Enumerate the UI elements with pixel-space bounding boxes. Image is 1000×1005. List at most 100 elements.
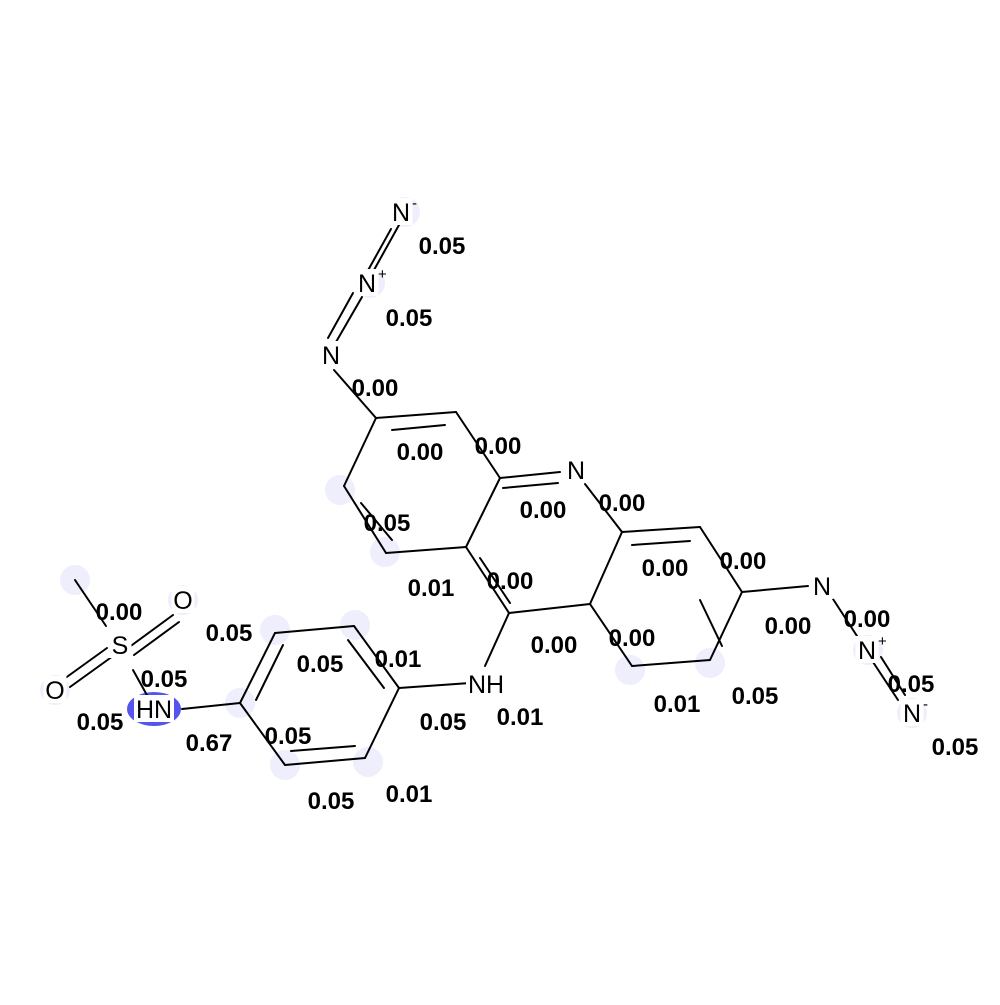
- atom-label-azide2-n-attached: N: [813, 573, 831, 601]
- atom-score-label: 0.05: [265, 723, 312, 750]
- bond-line: [502, 482, 559, 489]
- bond-line: [255, 644, 284, 701]
- bond-line: [327, 292, 354, 339]
- atom-score-label: 0.00: [487, 568, 534, 595]
- bond-line: [589, 531, 623, 605]
- bond-line: [239, 702, 286, 766]
- bond-line: [290, 745, 356, 752]
- atom-score-label: 0.00: [765, 613, 812, 640]
- bond-line: [69, 655, 114, 688]
- bond-line: [391, 424, 446, 431]
- atom-label-azide2-n-central: N: [858, 637, 876, 665]
- atom-label-sulfonyl-oxygen-left: O: [45, 677, 64, 705]
- bond-line: [584, 483, 623, 533]
- bond-line: [74, 579, 107, 627]
- atom-score-label: 0.00: [520, 497, 567, 524]
- bond-layer: [63, 224, 906, 766]
- bond-line: [699, 526, 743, 593]
- atom-score-label: 0.05: [386, 305, 433, 332]
- atom-score-label: 0.01: [386, 781, 433, 808]
- bond-line: [239, 632, 276, 704]
- atom-label-sulfur: S: [112, 632, 129, 660]
- bond-line: [127, 614, 174, 649]
- atom-score-label: 0.01: [497, 704, 544, 731]
- bond-line: [589, 603, 633, 667]
- bond-line: [343, 417, 377, 487]
- bond-line: [880, 656, 906, 696]
- score-label-layer: 0.05 0.05 0.00 0.00 0.00 0.00 0.00 0.05 0.01 0.00…: [77, 233, 979, 815]
- bond-line: [333, 369, 377, 419]
- atom-charge-azide-n-central: +: [378, 266, 387, 283]
- bond-line: [499, 471, 561, 479]
- bond-line: [832, 598, 858, 637]
- bond-line: [274, 625, 355, 634]
- atom-score-label: 0.05: [308, 788, 355, 815]
- atom-score-label: 0.05: [364, 510, 411, 537]
- atom-score-label: 0.00: [397, 439, 444, 466]
- bond-line: [385, 546, 467, 554]
- atom-score-label: 0.00: [475, 433, 522, 460]
- atom-charge-azide-n-terminal: -: [412, 195, 417, 212]
- bond-line: [347, 639, 385, 689]
- atom-score-label: 0.05: [77, 709, 124, 736]
- atom-score-label: 0.01: [654, 691, 701, 718]
- atom-label-sulfonamide-hn: HN: [136, 696, 172, 724]
- bond-line: [375, 411, 457, 419]
- atom-score-label: 0.00: [531, 632, 578, 659]
- atom-score-label: 0.05: [419, 233, 466, 260]
- bond-line: [709, 591, 743, 661]
- atom-score-label: 0.01: [408, 575, 455, 602]
- atom-label-amine-nh: NH: [468, 671, 504, 699]
- bond-line: [181, 702, 241, 710]
- bond-line: [364, 687, 400, 759]
- atom-score-label: 0.00: [720, 548, 767, 575]
- atom-label-azide-n-terminal: N: [392, 199, 410, 227]
- bond-line: [508, 603, 591, 614]
- atom-charge-azide2-n-central: +: [878, 633, 887, 650]
- atom-charge-azide2-n-terminal: -: [923, 696, 928, 713]
- atom-score-label: 0.05: [732, 683, 779, 710]
- atom-score-label: 0.05: [932, 734, 979, 761]
- atom-score-label: 0.05: [420, 709, 467, 736]
- bond-line: [284, 757, 366, 766]
- bond-line: [133, 621, 180, 656]
- bond-line: [398, 682, 471, 689]
- atom-score-label: 0.05: [297, 651, 344, 678]
- atom-label-ring-nitrogen: N: [567, 457, 585, 485]
- atom-score-label: 0.05: [141, 666, 188, 693]
- bond-line: [335, 296, 363, 343]
- bond-line: [741, 585, 809, 593]
- atom-score-label: 0.00: [599, 490, 646, 517]
- atom-label-sulfonyl-oxygen-top: O: [173, 587, 192, 615]
- atom-score-label: 0.01: [375, 646, 422, 673]
- atom-score-label: 0.00: [352, 375, 399, 402]
- bond-line: [365, 228, 392, 275]
- bond-line: [479, 557, 511, 604]
- bond-line: [455, 411, 501, 479]
- bond-line: [63, 647, 108, 680]
- bond-line: [699, 599, 723, 647]
- bond-line: [621, 526, 701, 533]
- bond-line: [132, 669, 149, 698]
- bond-line: [631, 659, 711, 667]
- bond-line: [353, 625, 400, 689]
- atom-score-label: 0.67: [186, 730, 233, 757]
- bond-line: [360, 502, 393, 541]
- atom-label-azide-n-attached: N: [322, 342, 340, 370]
- atom-score-label: 0.05: [206, 620, 253, 647]
- bond-line: [465, 546, 510, 614]
- bond-line: [872, 661, 899, 701]
- bond-line: [631, 540, 691, 546]
- bond-line: [373, 224, 400, 271]
- bond-line: [343, 485, 387, 554]
- atom-label-azide2-n-terminal: N: [903, 700, 921, 728]
- atom-score-label: 0.00: [642, 555, 689, 582]
- atom-score-label: 0.05: [888, 671, 935, 698]
- atom-score-label: 0.00: [609, 625, 656, 652]
- bond-line: [484, 612, 510, 667]
- atom-score-label: 0.00: [96, 599, 143, 626]
- bond-line: [465, 477, 501, 548]
